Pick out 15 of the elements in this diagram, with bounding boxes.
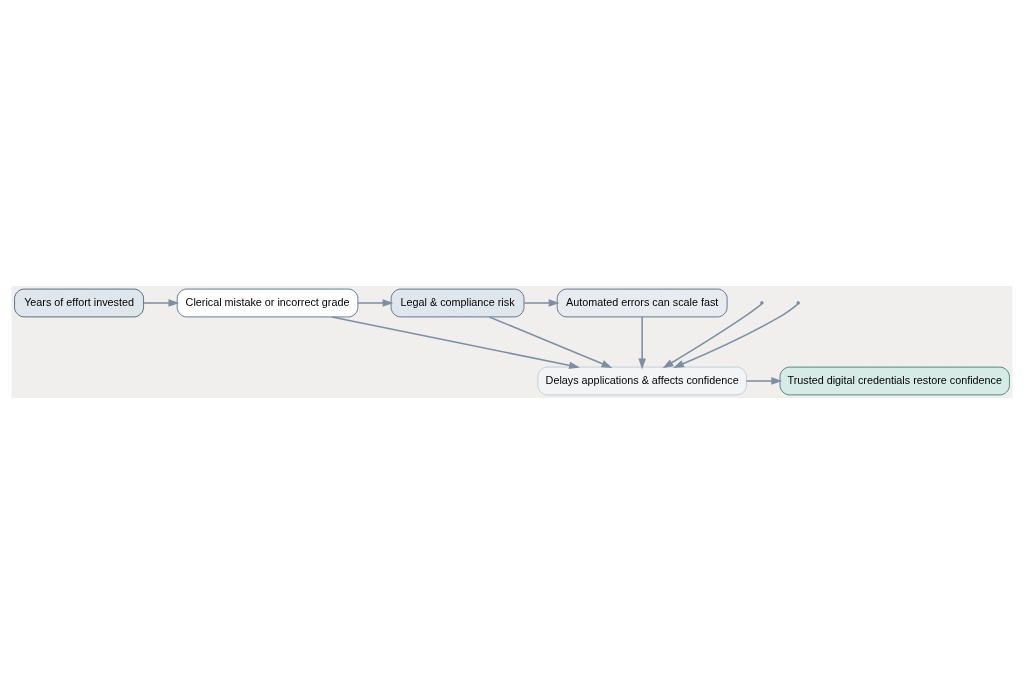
arrow (673, 303, 799, 368)
arrow (143, 298, 180, 307)
arrow (638, 315, 646, 369)
arrow (745, 376, 783, 385)
node-box: Clerical mistake or incorrect grade (176, 288, 359, 317)
arrow (662, 303, 762, 368)
node-box: Years of effort invested (14, 288, 144, 317)
node-box: Automated errors can scale fast (556, 288, 728, 317)
arrow (357, 298, 394, 307)
node-box: Delays applications & affects confidence (537, 366, 747, 395)
arrow (331, 315, 580, 369)
node-box: Trusted digital credentials restore confidence (779, 366, 1010, 395)
arrow (488, 315, 613, 368)
node-box: Legal & compliance risk (390, 288, 525, 317)
arrow (523, 298, 560, 307)
